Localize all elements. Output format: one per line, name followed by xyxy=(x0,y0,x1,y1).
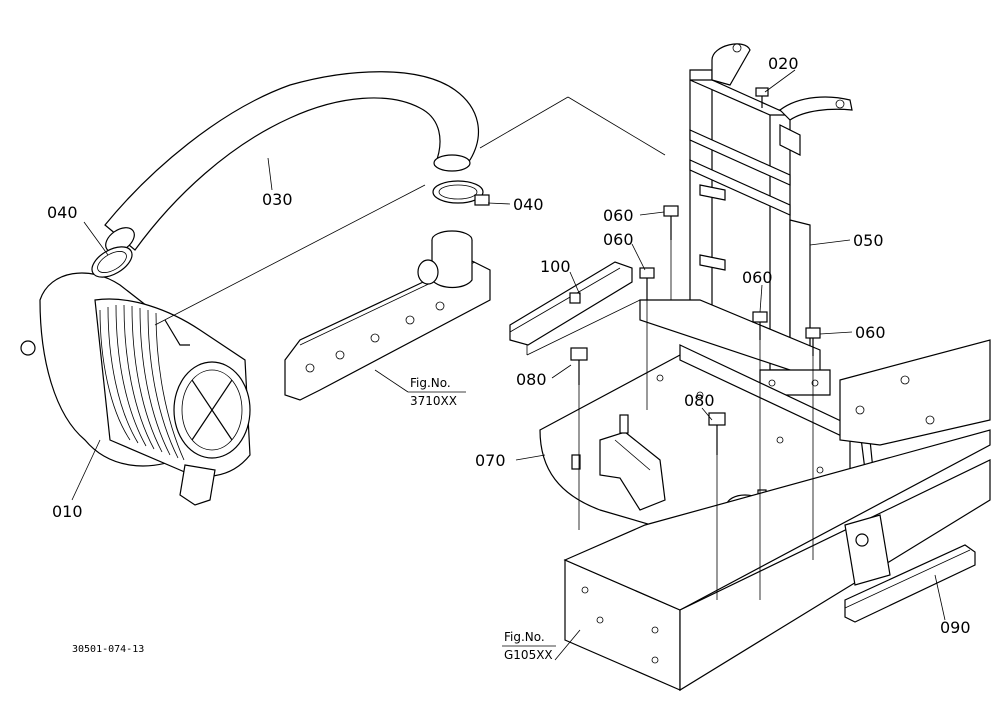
air-cleaner xyxy=(20,272,251,506)
air-cleaner-ribs xyxy=(99,304,185,461)
fig-ref-3710xx-prefix: Fig.No. xyxy=(410,376,451,390)
label-010: 010 xyxy=(52,502,83,521)
fig-ref-g105xx-code: G105XX xyxy=(504,648,553,662)
hose-clamp-left xyxy=(91,246,133,278)
fig-ref-g105xx: Fig.No. G105XX xyxy=(502,630,556,662)
bolt-080-b xyxy=(708,412,726,455)
fig-ref-g105xx-prefix: Fig.No. xyxy=(504,630,545,644)
bolt-080-a xyxy=(570,347,588,385)
chassis-frame xyxy=(563,339,991,692)
intake-manifold xyxy=(284,230,491,401)
bolt-060-b xyxy=(639,267,655,300)
hose-clamp-right xyxy=(432,180,490,206)
label-060-d: 060 xyxy=(855,323,886,342)
label-040-left: 040 xyxy=(47,203,78,222)
fig-ref-3710xx-code: 3710XX xyxy=(410,394,457,408)
label-030: 030 xyxy=(262,190,293,209)
bracket-frame xyxy=(639,43,853,396)
bolt-060-a xyxy=(663,205,679,240)
label-090: 090 xyxy=(940,618,971,637)
rail-100 xyxy=(509,261,633,346)
label-060-b: 060 xyxy=(603,230,634,249)
fig-ref-3710xx: Fig.No. 3710XX xyxy=(408,376,466,408)
bolt-060-d xyxy=(805,327,821,356)
label-leaders xyxy=(71,69,946,661)
guide-lines xyxy=(154,96,814,600)
label-060-a: 060 xyxy=(603,206,634,225)
drawing-code: 30501-074-13 xyxy=(72,644,144,655)
label-050: 050 xyxy=(853,231,884,250)
intake-hose xyxy=(104,71,479,253)
rail-090 xyxy=(844,544,976,623)
label-040-right: 040 xyxy=(513,195,544,214)
label-070: 070 xyxy=(475,451,506,470)
bolt-020 xyxy=(755,87,769,108)
label-080-b: 080 xyxy=(684,391,715,410)
label-100: 100 xyxy=(540,257,571,276)
label-060-c: 060 xyxy=(742,268,773,287)
label-020: 020 xyxy=(768,54,799,73)
label-080-a: 080 xyxy=(516,370,547,389)
